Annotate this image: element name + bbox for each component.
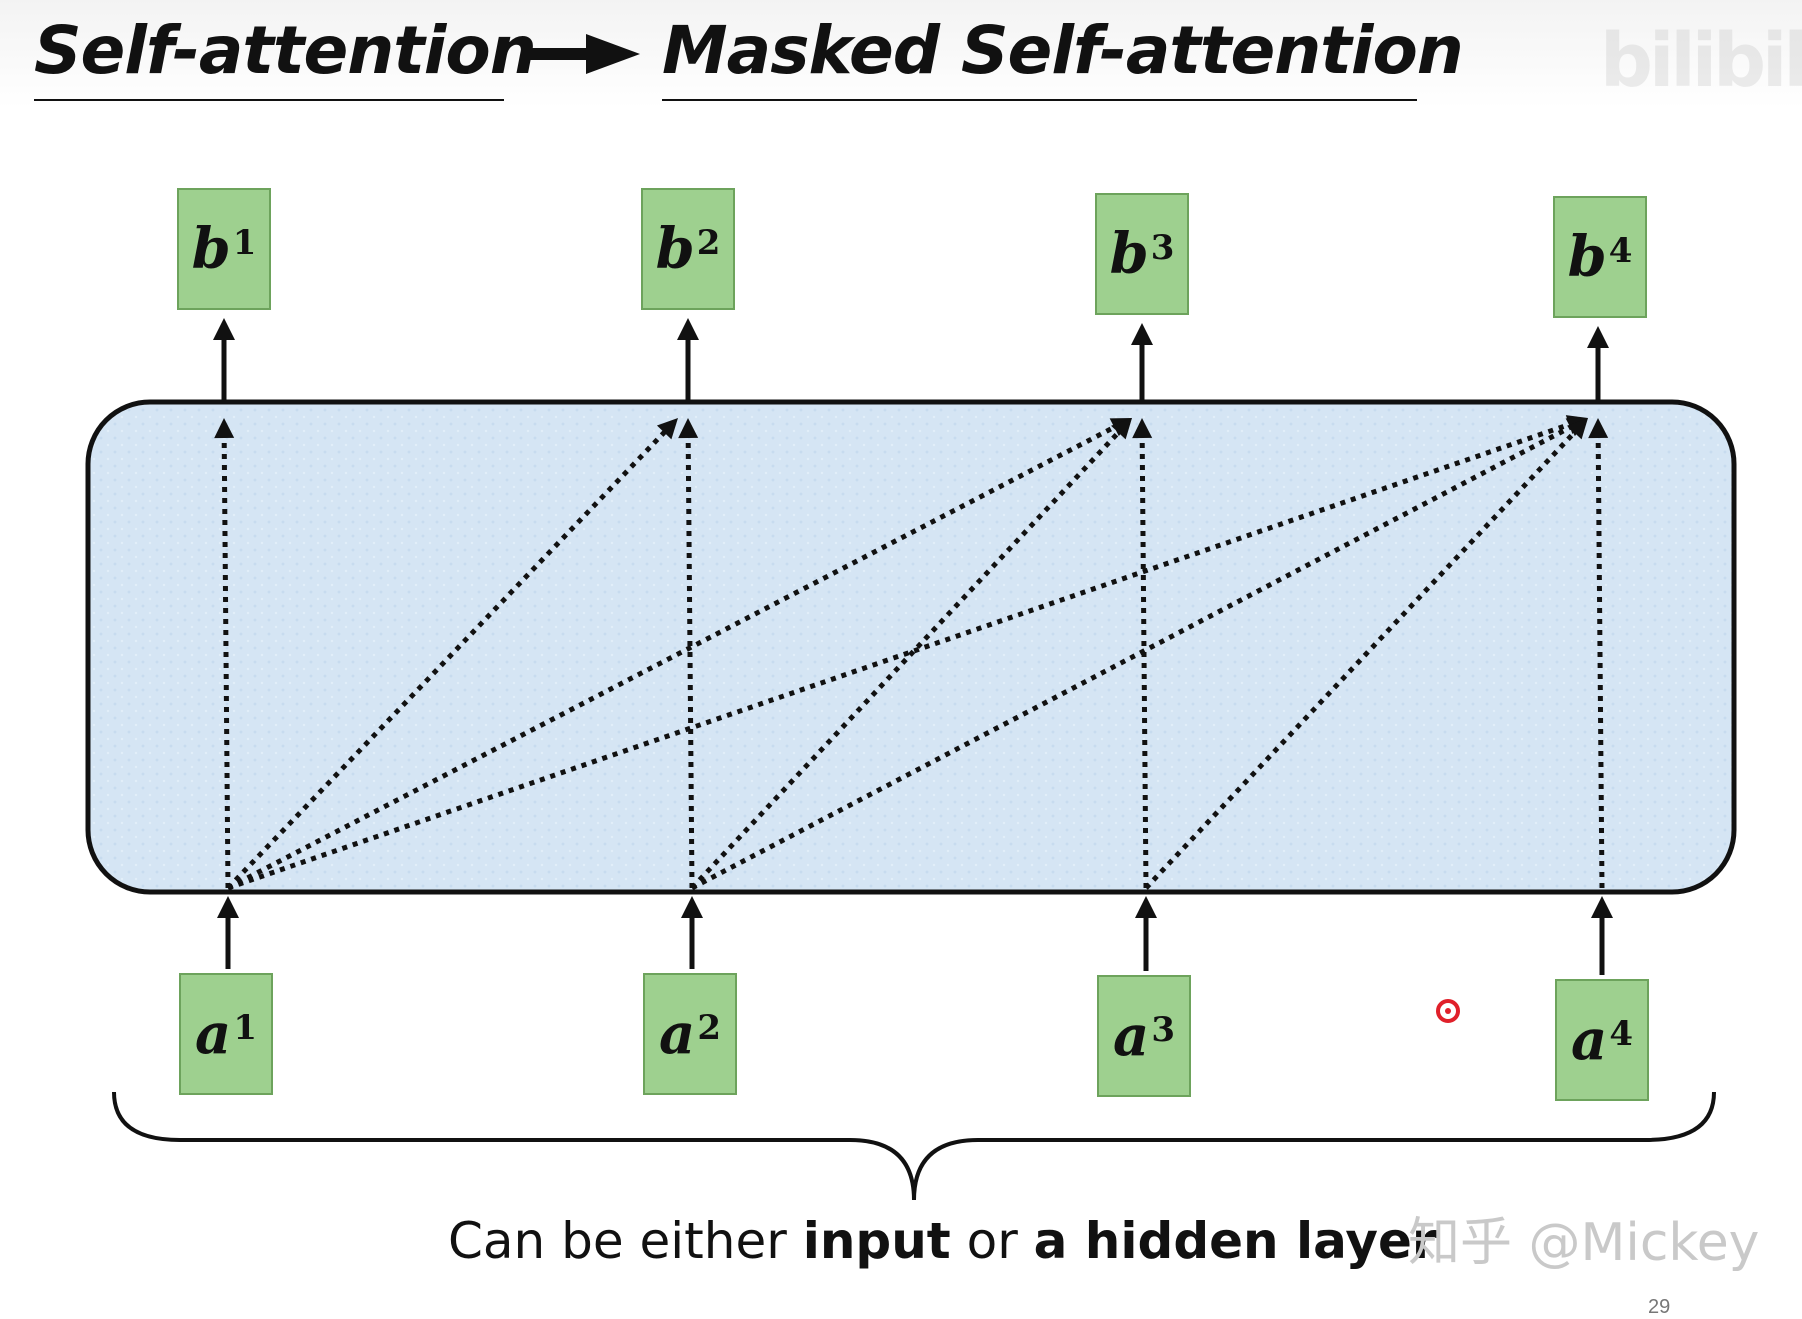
input-arrow-a3 <box>1135 896 1157 971</box>
output-arrow-b1 <box>213 318 235 400</box>
bilibili-watermark: bilibili <box>1600 18 1802 104</box>
attention-edge-a3-b3 <box>1132 418 1153 889</box>
output-arrow-b4 <box>1587 326 1609 400</box>
attention-edge-a2-b3 <box>690 418 1132 890</box>
input-arrow-a2 <box>681 896 703 969</box>
title-self-attention: Self-attention <box>34 12 537 89</box>
caption: Can be either input or a hidden layer <box>448 1212 1437 1270</box>
output-arrow-b2 <box>677 318 699 400</box>
attention-edge-a4-b4 <box>1588 418 1609 889</box>
title-right-underline <box>662 99 1417 101</box>
attention-edge-a2-b2 <box>678 418 699 889</box>
attention-edge-a3-b4 <box>1144 418 1588 890</box>
attention-layer <box>85 399 1737 895</box>
input-arrow-a1 <box>217 896 239 969</box>
title-left-underline <box>34 99 504 101</box>
output-arrow-b3 <box>1131 323 1153 400</box>
laser-pointer-dot <box>1436 999 1460 1023</box>
attention-edge-a1-b1 <box>214 418 235 889</box>
zhihu-watermark: 知乎 @Mickey <box>1408 1213 1760 1273</box>
attention-edge-a1-b2 <box>226 418 678 890</box>
page-number: 29 <box>1648 1296 1671 1318</box>
io-arrows <box>213 318 1613 975</box>
attention-edges <box>214 415 1609 891</box>
brace <box>112 1091 1716 1201</box>
title-band <box>0 0 1802 108</box>
title-masked-self-attention: Masked Self-attention <box>662 12 1464 89</box>
input-arrow-a4 <box>1591 896 1613 975</box>
